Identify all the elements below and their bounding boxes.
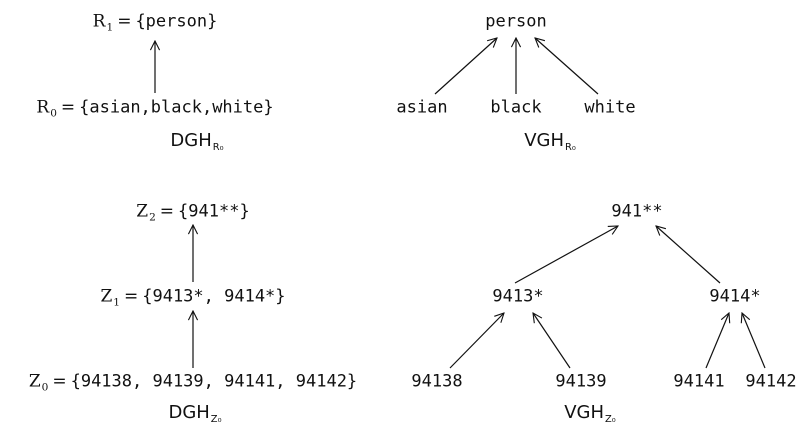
level-index: 2 [149,211,156,224]
vgh-z-leaf-94138: 94138 [411,371,463,392]
level-values: {94138, 94139, 94141, 94142} [70,371,358,392]
dgh-r-level-0: R0={asian,black,white} [36,97,274,120]
dgh-z-caption: DGHZ₀ [168,402,222,425]
vgh-r-caption: VGHR₀ [524,130,576,153]
vgh-z-edge-9414-root [656,226,721,284]
caption-main: DGH [168,402,210,423]
vgh-z-edge-94138 [449,313,504,369]
dgh-z-level-0: Z0={94138, 94139, 94141, 94142} [28,371,358,394]
level-name: R [92,11,106,32]
dgh-r-level-1: R1={person} [92,11,218,34]
dgh-z-level-2: Z2={941**} [136,201,250,224]
vgh-z-node-9414: 9414* [709,286,761,307]
vgh-z-edge-94142 [742,313,766,369]
vgh-r-root: person [485,11,547,32]
dgh-r-caption: DGHR₀ [170,130,224,153]
vgh-r-leaf-black: black [490,97,542,118]
caption-sub: R₀ [212,141,224,153]
vgh-r-edge-asian [434,38,497,95]
level-name: Z [28,371,41,392]
level-index: 0 [41,381,49,394]
vgh-z-leaf-94139: 94139 [555,371,607,392]
caption-sub: Z₀ [605,413,616,425]
vgh-z-leaf-94141: 94141 [673,371,725,392]
level-index: 1 [113,296,120,309]
equals-sign: = [123,286,139,307]
equals-sign: = [60,97,76,118]
vgh-r-leaf-white: white [584,97,636,118]
vgh-z-edge-94141 [705,313,729,369]
dgh-z-level-1: Z1={9413*, 9414*} [100,286,286,309]
equals-sign: = [117,11,132,32]
caption-sub: R₀ [564,141,576,153]
caption-sub: Z₀ [210,413,222,425]
level-index: 1 [106,21,114,34]
vgh-z-node-9413: 9413* [492,286,544,307]
level-index: 0 [50,107,57,120]
caption-main: VGH [564,402,605,423]
vgh-z-edge-9413-root [514,226,618,284]
equals-sign: = [52,371,67,392]
level-values: {941**} [178,201,250,222]
level-name: Z [136,201,149,222]
vgh-z-caption: VGHZ₀ [564,402,616,425]
vgh-r-edge-white [535,38,599,95]
vgh-r-leaf-asian: asian [396,97,448,118]
vgh-z-edge-94139 [533,313,571,369]
level-values: {person} [135,11,218,32]
caption-main: VGH [524,130,564,151]
vgh-z-leaf-94142: 94142 [745,371,797,392]
vgh-z-root: 941** [611,201,663,222]
level-values: {asian,black,white} [79,97,274,118]
level-name: Z [100,286,113,307]
caption-main: DGH [170,130,212,151]
level-values: {9413*, 9414*} [142,286,286,307]
level-name: R [36,97,50,118]
equals-sign: = [159,201,175,222]
